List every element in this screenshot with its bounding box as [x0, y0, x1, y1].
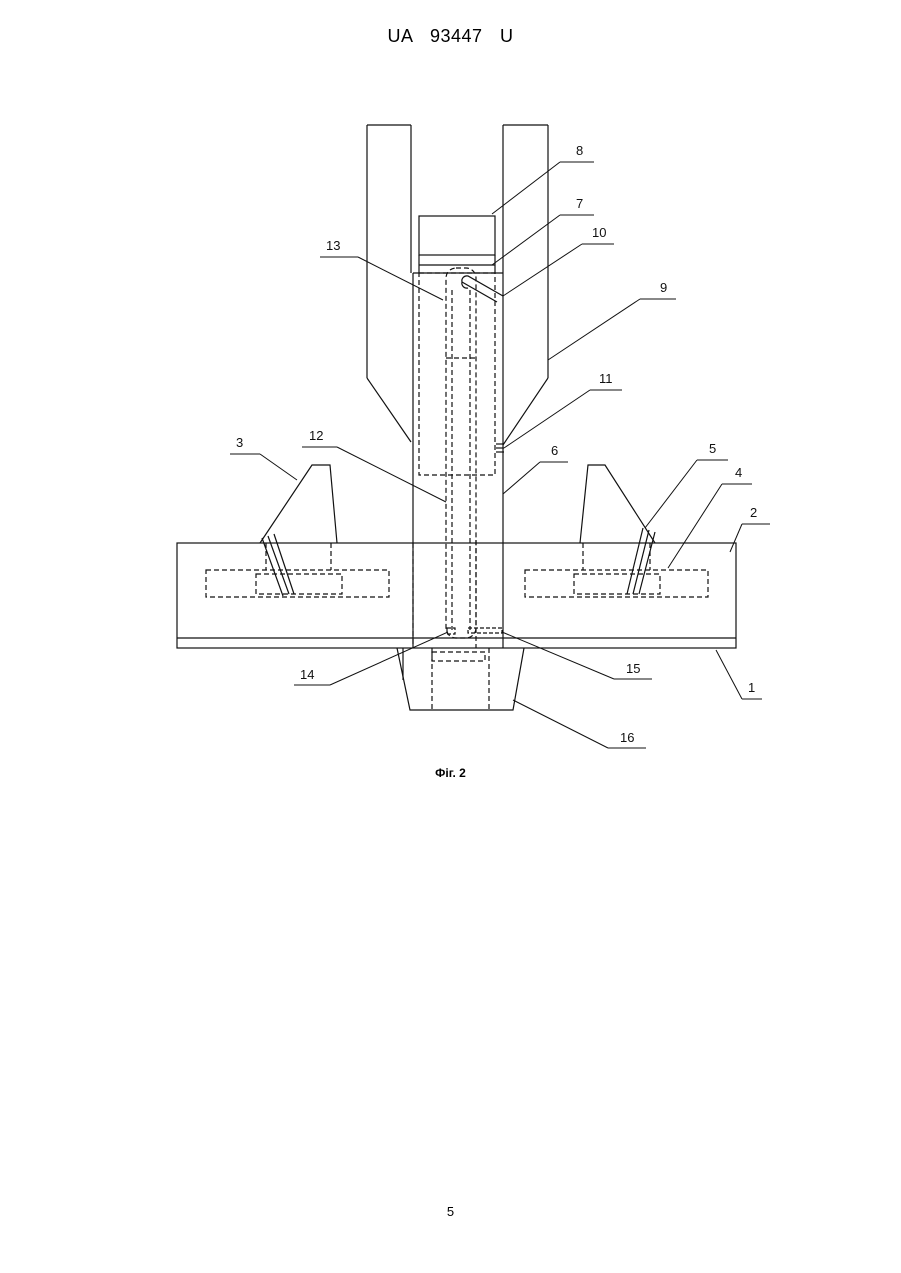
central-housing — [413, 273, 503, 648]
label-2: 2 — [750, 505, 757, 520]
label-4: 4 — [735, 465, 742, 480]
label-3: 3 — [236, 435, 243, 450]
hopper-right-wall — [503, 125, 548, 445]
label-10: 10 — [592, 225, 606, 240]
inner-hidden-parts — [413, 268, 495, 648]
label-12: 12 — [309, 428, 323, 443]
bottom-trapezoid-part — [397, 648, 524, 710]
right-hidden-blocks — [525, 543, 708, 597]
bottom-connectors — [447, 628, 502, 634]
label-13: 13 — [326, 238, 340, 253]
right-slanted-rod — [627, 528, 655, 594]
label-5: 5 — [709, 441, 716, 456]
label-1: 1 — [748, 680, 755, 695]
leader-lines — [230, 162, 770, 748]
label-11: 11 — [599, 371, 613, 386]
label-6: 6 — [551, 443, 558, 458]
left-hidden-blocks — [206, 543, 389, 597]
page-number: 5 — [0, 1204, 901, 1219]
label-14: 14 — [300, 667, 314, 682]
base-plate — [177, 543, 736, 648]
figure-caption: Фіг. 2 — [0, 766, 901, 780]
right-upright — [580, 465, 655, 543]
label-7: 7 — [576, 196, 583, 211]
label-16: 16 — [620, 730, 634, 745]
pipe-element — [462, 276, 503, 302]
label-15: 15 — [626, 661, 640, 676]
label-9: 9 — [660, 280, 667, 295]
left-upright — [260, 465, 337, 543]
label-8: 8 — [576, 143, 583, 158]
hopper-left-wall — [367, 125, 411, 442]
top-cap — [419, 216, 495, 273]
